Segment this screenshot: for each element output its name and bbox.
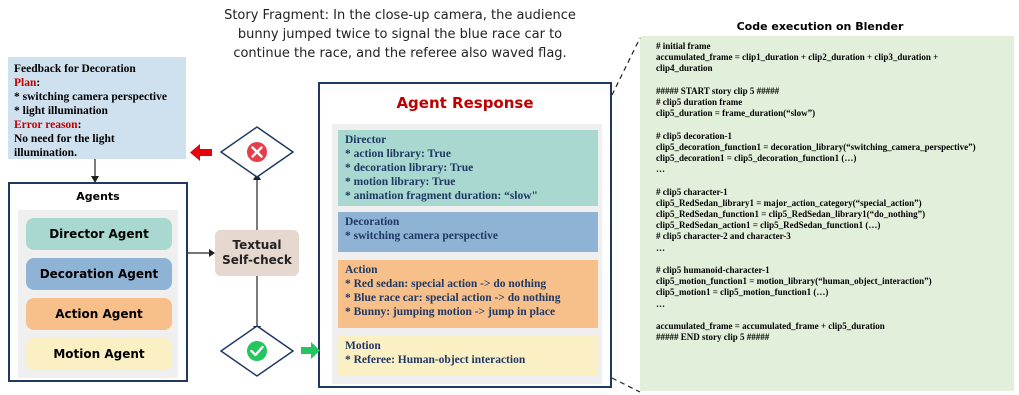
motion-agent: Motion Agent xyxy=(26,338,172,370)
motion-response: Motion * Referee: Human-object interacti… xyxy=(338,336,598,376)
code-line: # clip5 character-1 xyxy=(656,186,728,197)
story-line-3: continue the race, and the referee also … xyxy=(233,46,567,61)
code-line: clip5_motion1 = clip5_motion_function1 (… xyxy=(656,287,829,298)
green-pass-arrow-icon xyxy=(301,342,320,359)
agents-list: Director Agent Decoration Agent Action A… xyxy=(18,210,178,378)
agents-panel: Agents Director Agent Decoration Agent A… xyxy=(8,182,188,382)
code-line: clip5_RedSedan_library1 = major_action_c… xyxy=(656,197,922,208)
director-response: Director * action library: True * decora… xyxy=(338,130,598,206)
code-line: … xyxy=(656,164,665,175)
motion-response-title: Motion xyxy=(345,340,381,352)
decoration-response-title: Decoration xyxy=(345,216,400,228)
code-line: clip5_decoration_function1 = decoration_… xyxy=(656,141,976,152)
fail-badge-icon xyxy=(247,142,267,162)
code-line: # initial frame xyxy=(656,41,711,51)
agents-title: Agents xyxy=(76,190,120,203)
code-line: ##### START story clip 5 ##### xyxy=(656,85,780,96)
zoom-line-bottom xyxy=(611,377,641,393)
zoom-line-top xyxy=(611,37,641,96)
agents-to-selfcheck-arrowhead xyxy=(209,249,215,257)
code-line: clip5_decoration1 = clip5_decoration_fun… xyxy=(656,153,857,163)
story-line-2: bunny jumped twice to signal the blue ra… xyxy=(237,27,563,42)
action-response-title: Action xyxy=(345,264,378,276)
director-agent: Director Agent xyxy=(26,218,172,250)
story-fragment: Story Fragment: In the close-up camera, … xyxy=(180,6,620,63)
code-line: accumulated_frame = clip1_duration + cli… xyxy=(656,52,939,63)
agent-response-list: Director * action library: True * decora… xyxy=(332,124,602,384)
plan-label: Plan xyxy=(14,77,37,89)
director-response-title: Director xyxy=(345,134,387,146)
red-feedback-arrow-icon xyxy=(190,144,212,161)
agent-response-panel: Agent Response Director * action library… xyxy=(318,82,612,388)
code-line: clip5_RedSedan_action1 = clip5_RedSedan_… xyxy=(656,220,881,231)
feedback-to-agents-arrowhead xyxy=(91,176,99,183)
code-line: # clip5 character-2 and character-3 xyxy=(656,231,791,242)
code-line: accumulated_frame = accumulated_frame + … xyxy=(656,321,885,331)
code-line: clip5_RedSedan_function1 = clip5_RedSeda… xyxy=(656,209,926,219)
error-text: illumination. xyxy=(14,147,77,159)
feedback-title: Feedback for Decoration xyxy=(14,63,136,75)
code-line: clip4_duration xyxy=(656,63,713,74)
story-line-1: Story Fragment: In the close-up camera, … xyxy=(224,8,576,23)
code-line: # clip5 decoration-1 xyxy=(656,130,732,141)
textual-self-check: Textual Self-check xyxy=(215,230,299,276)
feedback-panel: Feedback for Decoration Plan: * switchin… xyxy=(8,57,186,159)
code-line: # clip5 humanoid-character-1 xyxy=(656,265,770,275)
agent-response-title: Agent Response xyxy=(396,94,534,112)
plan-item: * switching camera perspective xyxy=(14,91,167,103)
pass-badge-icon xyxy=(247,341,267,361)
code-line: clip5_duration = frame_duration(“slow”) xyxy=(656,108,816,119)
code-line: # clip5 duration frame xyxy=(656,97,743,107)
error-text: No need for the light xyxy=(14,133,115,145)
decoration-response: Decoration * switching camera perspectiv… xyxy=(338,212,598,252)
action-agent: Action Agent xyxy=(26,298,172,330)
code-line: … xyxy=(656,242,665,253)
decoration-agent: Decoration Agent xyxy=(26,258,172,290)
code-line: … xyxy=(656,298,665,309)
code-line: ##### END story clip 5 ##### xyxy=(656,332,770,343)
action-response: Action * Red sedan: special action -> do… xyxy=(338,260,598,328)
code-line: clip5_motion_function1 = motion_library(… xyxy=(656,276,932,287)
code-title: Code execution on Blender xyxy=(736,20,904,33)
error-label: Error reason xyxy=(14,119,78,131)
plan-item: * light illumination xyxy=(14,105,108,117)
